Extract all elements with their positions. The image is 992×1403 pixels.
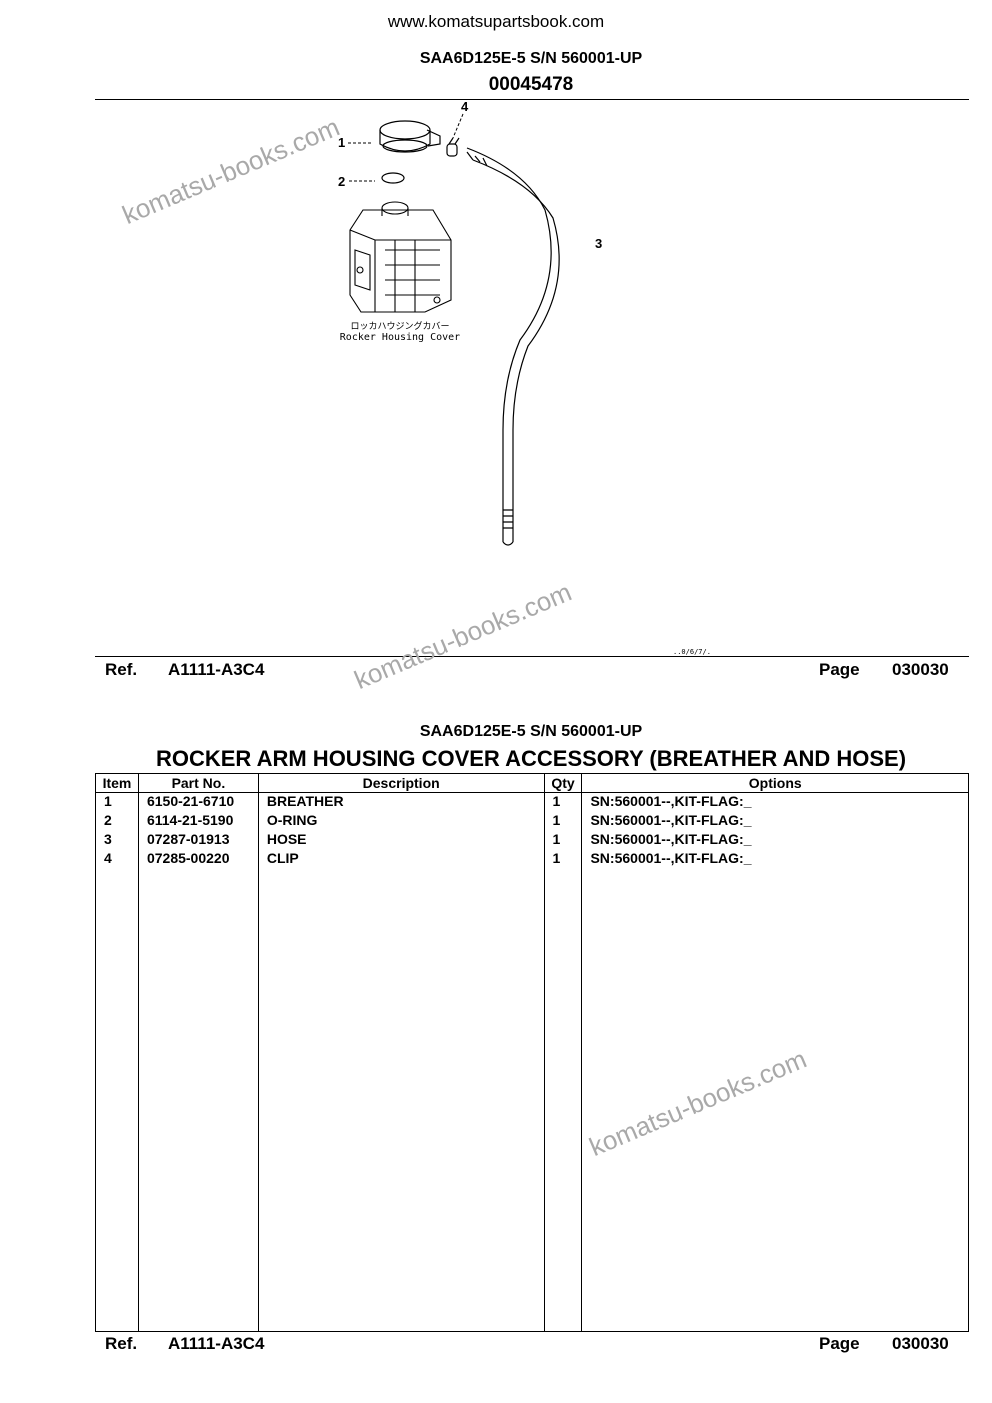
diagram-label-jp: ロッカハウジングカバー (350, 320, 449, 332)
cell-item: 2 (95, 812, 139, 831)
page-label: Page (819, 1334, 860, 1353)
callout-2: 2 (338, 174, 345, 189)
site-url: www.komatsupartsbook.com (387, 12, 605, 31)
callout-4: 4 (461, 100, 469, 114)
parts-diagram: 1 2 3 4 ロッカハウジングカバー Rocker Housing Cover… (338, 100, 711, 656)
diagram-corner-mark: ..0/6/7/. (673, 648, 711, 656)
section-model: SAA6D125E-5 S/N 560001-UP (419, 723, 643, 740)
cell-item: 4 (95, 850, 139, 869)
table-row: 3 07287-01913 HOSE 1 SN:560001--,KIT-FLA… (95, 831, 969, 850)
cell-options: SN:560001--,KIT-FLAG:_ (581, 792, 969, 812)
drawing-number: 00045478 (488, 74, 574, 95)
col-header-part-no: Part No. (137, 773, 259, 793)
header-rule (95, 99, 969, 100)
ref-label: Ref. (105, 1334, 138, 1353)
cell-qty: 1 (543, 831, 583, 850)
parts-table: Item Part No. Description Qty Options 1 … (95, 773, 969, 1332)
cell-description: HOSE (257, 831, 545, 850)
cell-description: BREATHER (257, 792, 545, 812)
callout-3: 3 (595, 236, 602, 251)
cell-qty: 1 (543, 792, 583, 812)
cell-qty: 1 (543, 812, 583, 831)
cell-item: 1 (95, 792, 139, 812)
table-row: 1 6150-21-6710 BREATHER 1 SN:560001--,KI… (95, 792, 969, 812)
cell-options: SN:560001--,KIT-FLAG:_ (581, 850, 969, 869)
diagram-bottom-rule (95, 656, 969, 657)
cell-options: SN:560001--,KIT-FLAG:_ (581, 831, 969, 850)
cell-item: 3 (95, 831, 139, 850)
section-title: ROCKER ARM HOUSING COVER ACCESSORY (BREA… (155, 746, 907, 771)
hose-illustration (466, 147, 560, 546)
cell-description: CLIP (257, 850, 545, 869)
table-header-row: Item Part No. Description Qty Options (95, 773, 969, 793)
cell-part-no: 6114-21-5190 (137, 812, 259, 831)
table-filler-row (95, 869, 969, 1332)
table-row: 4 07285-00220 CLIP 1 SN:560001--,KIT-FLA… (95, 850, 969, 869)
cell-part-no: 6150-21-6710 (137, 792, 259, 812)
ref-value: A1111-A3C4 (168, 1334, 265, 1353)
col-header-qty: Qty (543, 773, 583, 793)
diagram-label-en: Rocker Housing Cover (340, 332, 460, 343)
cell-qty: 1 (543, 850, 583, 869)
cell-description: O-RING (257, 812, 545, 831)
col-header-description: Description (257, 773, 545, 793)
callout-1: 1 (338, 135, 345, 150)
col-header-options: Options (581, 773, 969, 793)
table-row: 2 6114-21-5190 O-RING 1 SN:560001--,KIT-… (95, 812, 969, 831)
ref-value: A1111-A3C4 (168, 660, 265, 679)
ref-label: Ref. (105, 660, 138, 679)
page-label: Page (819, 660, 860, 679)
cell-options: SN:560001--,KIT-FLAG:_ (581, 812, 969, 831)
breather-illustration (379, 120, 441, 153)
clip-illustration (446, 137, 460, 157)
model-heading: SAA6D125E-5 S/N 560001-UP (419, 50, 643, 67)
rocker-housing-illustration (349, 201, 452, 313)
page-value: 030030 (892, 1334, 949, 1353)
cell-part-no: 07285-00220 (137, 850, 259, 869)
col-header-item: Item (95, 773, 139, 793)
cell-part-no: 07287-01913 (137, 831, 259, 850)
page-value: 030030 (892, 660, 949, 679)
o-ring-illustration (381, 172, 405, 184)
